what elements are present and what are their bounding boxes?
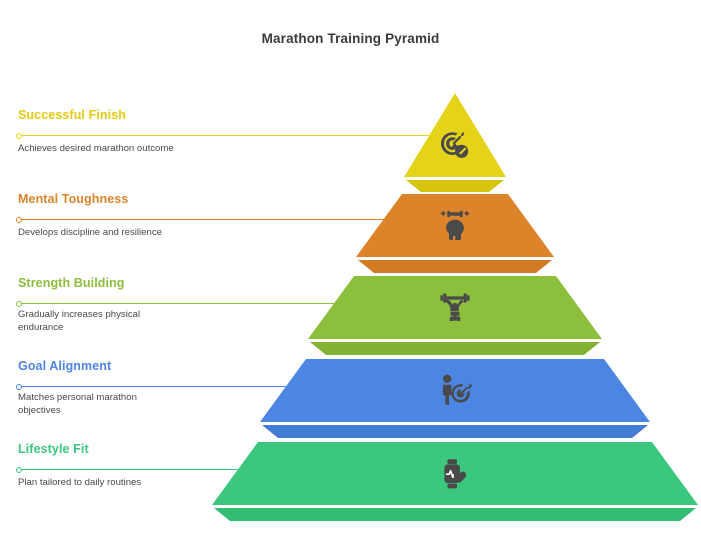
level-label-successful-finish: Successful Finish xyxy=(18,108,126,122)
pyramid-level-2-base xyxy=(358,260,552,273)
level-4-title: Goal Alignment xyxy=(18,359,112,373)
level-label-goal-alignment: Goal Alignment xyxy=(18,359,111,373)
level-desc-successful-finish: Achieves desired marathon outcome xyxy=(18,143,174,156)
level-5-description: Plan tailored to daily routines xyxy=(18,477,142,488)
pyramid-level-goal-alignment[interactable] xyxy=(260,359,650,438)
pyramid-level-4-base xyxy=(262,425,648,438)
connector-rule-1 xyxy=(21,134,430,137)
pyramid-level-1-base xyxy=(406,180,504,192)
connector-rule-3 xyxy=(21,302,345,305)
level-label-mental-toughness: Mental Toughness xyxy=(18,192,128,206)
connector-rule-2 xyxy=(21,218,393,221)
connector-line-strength-building xyxy=(16,299,345,308)
connector-line-successful-finish xyxy=(16,131,430,140)
level-3-description: Gradually increases physical endurance xyxy=(18,309,141,333)
pyramid-level-lifestyle-fit[interactable] xyxy=(212,442,698,521)
connector-rule-5 xyxy=(21,468,250,471)
level-2-description: Develops discipline and resilience xyxy=(18,227,162,238)
pyramid-level-strength-building[interactable] xyxy=(308,276,602,355)
connector-line-mental-toughness xyxy=(16,215,393,224)
level-label-strength-building: Strength Building xyxy=(18,276,125,290)
level-desc-strength-building: Gradually increases physical endurance xyxy=(18,309,158,334)
pyramid-level-5-face[interactable] xyxy=(212,442,698,505)
level-desc-mental-toughness: Develops discipline and resilience xyxy=(18,227,162,240)
pyramid-level-3-face[interactable] xyxy=(308,276,602,339)
pyramid-level-2-face[interactable] xyxy=(356,194,554,257)
pyramid-level-4-face[interactable] xyxy=(260,359,650,422)
level-5-title: Lifestyle Fit xyxy=(18,442,89,456)
page-title: Marathon Training Pyramid xyxy=(261,31,440,46)
level-desc-lifestyle-fit: Plan tailored to daily routines xyxy=(18,477,141,490)
pyramid-level-3-base xyxy=(310,342,600,355)
level-label-lifestyle-fit: Lifestyle Fit xyxy=(18,442,89,456)
connector-line-goal-alignment xyxy=(16,382,297,391)
level-1-description: Achieves desired marathon outcome xyxy=(18,143,174,154)
pyramid-level-mental-toughness[interactable] xyxy=(356,194,554,273)
level-desc-goal-alignment: Matches personal marathon objectives xyxy=(18,392,158,417)
connector-line-lifestyle-fit xyxy=(16,465,250,474)
level-1-title: Successful Finish xyxy=(18,108,126,122)
level-2-title: Mental Toughness xyxy=(18,192,129,206)
pyramid-level-5-base xyxy=(214,508,696,521)
level-3-title: Strength Building xyxy=(18,276,125,290)
pyramid-level-successful-finish[interactable] xyxy=(404,93,506,192)
connector-rule-4 xyxy=(21,385,297,388)
level-4-description: Matches personal marathon objectives xyxy=(18,392,137,416)
